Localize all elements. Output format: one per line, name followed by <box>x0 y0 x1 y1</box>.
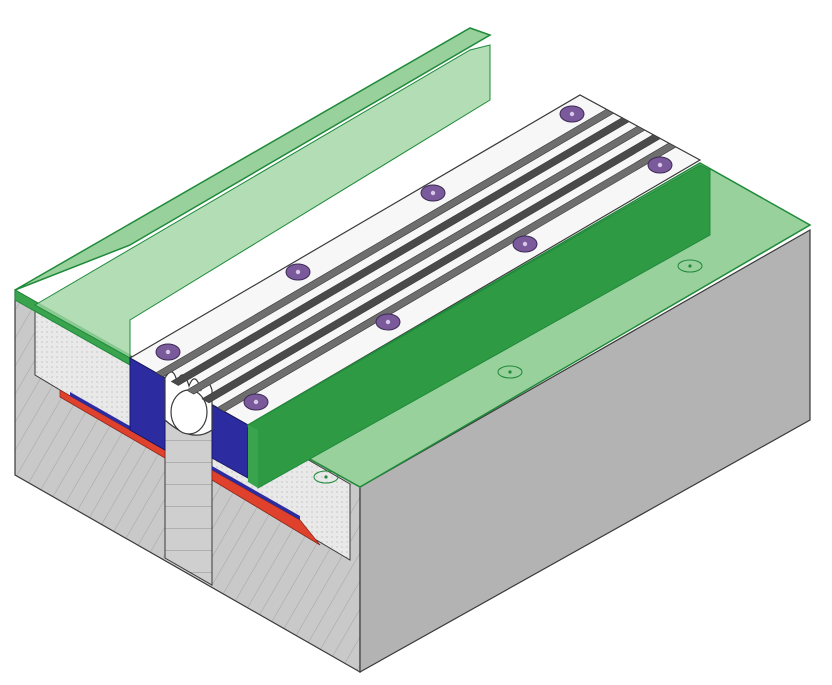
screw-socket <box>295 269 301 275</box>
screw-socket <box>522 241 528 247</box>
cover-grooves <box>155 108 677 412</box>
cover-groove <box>216 142 677 412</box>
screw-socket <box>657 162 663 168</box>
cover-groove <box>201 134 662 404</box>
floor-marker-group <box>313 259 703 484</box>
cover-groove <box>155 108 615 378</box>
screw-socket <box>165 349 171 355</box>
floor-marker-dot <box>324 475 328 479</box>
right-membrane <box>211 469 321 546</box>
right-green-wall-face <box>248 425 258 488</box>
screw-socket <box>253 399 259 405</box>
cover-groove <box>186 125 646 395</box>
left-profile <box>129 357 166 451</box>
screw-socket <box>430 190 436 196</box>
floor-marker-dot <box>508 370 512 374</box>
bellows-tube <box>170 389 208 435</box>
floor-marker <box>677 259 703 273</box>
cover-groove <box>170 117 630 386</box>
floor-marker <box>313 470 339 484</box>
screw-group <box>155 105 673 411</box>
right-membrane-blue-strip <box>212 466 300 520</box>
screw-socket <box>569 111 575 117</box>
floor-marker-dot <box>688 264 692 268</box>
slab-right-face <box>359 228 811 674</box>
floor-marker <box>497 365 523 379</box>
screw-socket <box>385 319 391 325</box>
left-green-top <box>14 27 492 291</box>
